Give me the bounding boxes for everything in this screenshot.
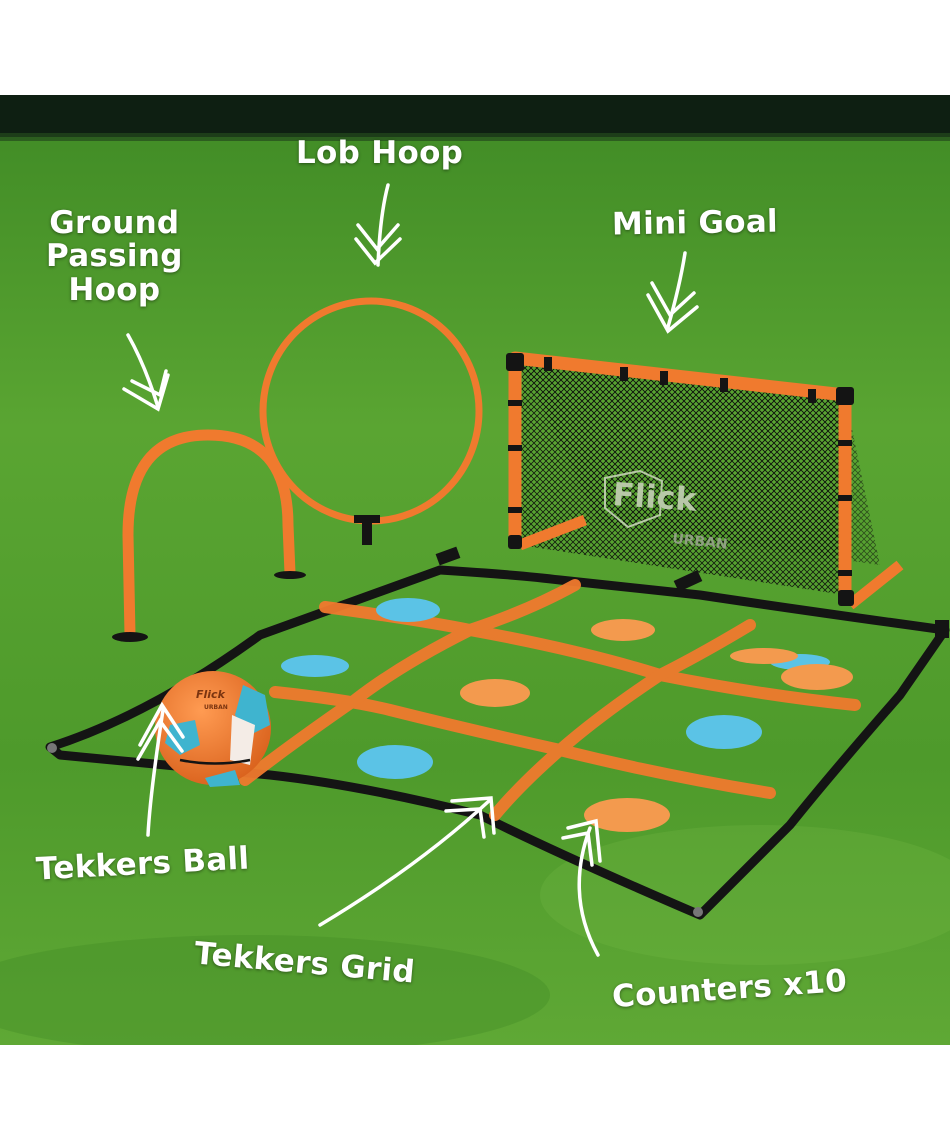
net-sublogo: URBAN [672,531,729,553]
label-ground-passing-hoop: Ground Passing Hoop [46,205,183,308]
net-logo: Flick [611,475,698,519]
annotation-arrows [122,183,699,957]
ball-sublogo: URBAN [204,704,228,711]
lob-hoop-arrow-icon [354,183,402,267]
tekkers-grid-arrow-icon [318,796,496,927]
ground-passing-hoop [112,429,306,642]
lob-hoop [259,297,483,545]
label-lob-hoop: Lob Hoop [296,135,464,171]
label-ground-line3: Hoop [68,271,161,308]
mini-goal-arrow-icon [646,251,699,334]
product-photo: Flick URBAN [0,95,950,1045]
hedge [0,95,950,137]
tekkers-ball-arrow-icon [136,701,185,837]
counters [281,598,853,832]
ground-hoop-arrow-icon [122,333,170,412]
tekkers-ball: Flick URBAN [155,671,271,787]
ball-logo: Flick [196,688,226,701]
mini-goal: Flick URBAN [506,351,904,610]
counters-arrow-icon [561,818,602,957]
scene-illustration: Flick URBAN [0,95,950,1045]
label-ground-line2: Passing [46,238,183,275]
label-ground-line1: Ground [49,205,180,241]
label-mini-goal: Mini Goal [611,203,779,243]
